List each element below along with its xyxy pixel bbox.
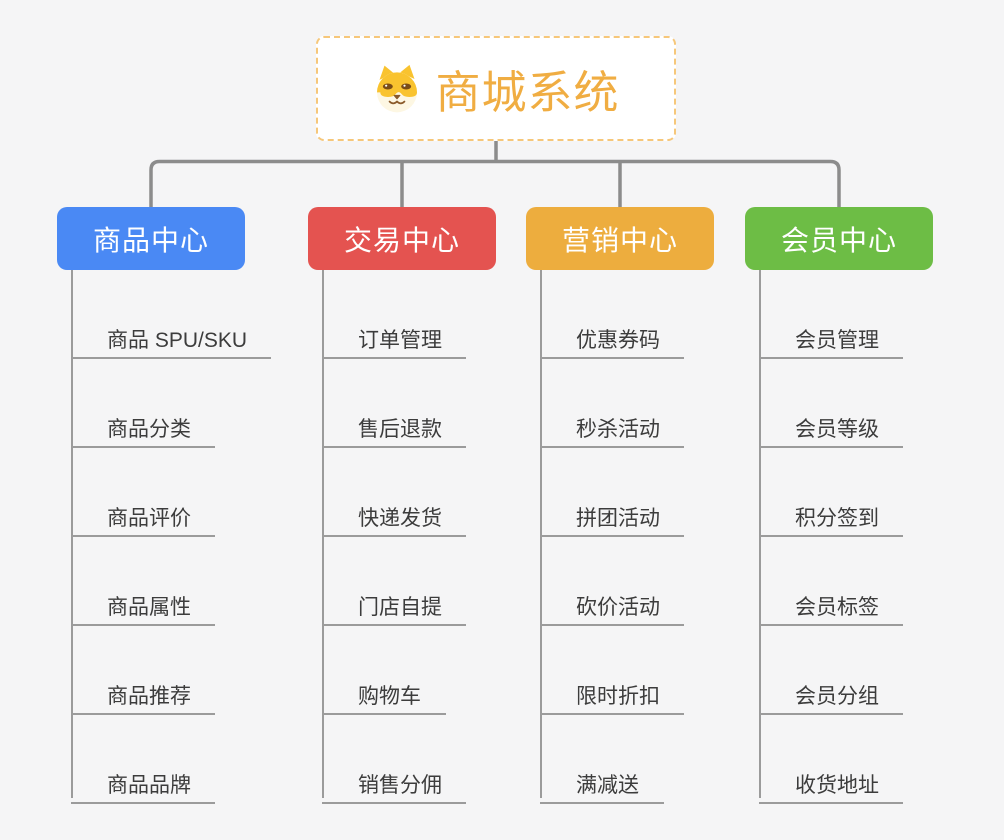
branch-column-member-center: 会员中心 会员管理 会员等级 积分签到 会员标签 会员分组 收货地址	[745, 207, 933, 804]
child-topic[interactable]: 商品品牌	[71, 715, 215, 804]
child-topic[interactable]: 满减送	[540, 715, 664, 804]
root-title: 商城系统	[435, 67, 620, 118]
child-topic[interactable]: 拼团活动	[540, 448, 684, 537]
child-topic[interactable]: 商品 SPU/SKU	[71, 270, 272, 359]
branch-children-line	[540, 270, 542, 798]
child-topic[interactable]: 商品属性	[71, 537, 215, 626]
child-topic[interactable]: 限时折扣	[540, 626, 684, 715]
branch-children-line	[759, 270, 761, 798]
child-topic[interactable]: 门店自提	[322, 537, 466, 626]
branch-node-marketing-center[interactable]: 营销中心	[526, 207, 714, 270]
branch-node-trade-center[interactable]: 交易中心	[308, 207, 496, 270]
child-topic[interactable]: 快递发货	[322, 448, 466, 537]
branch-label: 商品中心	[92, 224, 209, 256]
branch-children-line	[322, 270, 324, 798]
branch-label: 会员中心	[780, 224, 897, 256]
child-topic[interactable]: 优惠券码	[540, 270, 684, 359]
child-topic[interactable]: 订单管理	[322, 270, 466, 359]
branch-node-product-center[interactable]: 商品中心	[57, 207, 245, 270]
branch-children: 会员管理 会员等级 积分签到 会员标签 会员分组 收货地址	[759, 270, 933, 804]
branch-children: 优惠券码 秒杀活动 拼团活动 砍价活动 限时折扣 满减送	[540, 270, 714, 804]
root-node[interactable]: 商城系统	[316, 36, 676, 141]
child-topic[interactable]: 会员管理	[759, 270, 903, 359]
child-topic[interactable]: 商品推荐	[71, 626, 215, 715]
branch-column-trade-center: 交易中心 订单管理 售后退款 快递发货 门店自提 购物车 销售分佣	[308, 207, 496, 804]
child-topic[interactable]: 秒杀活动	[540, 359, 684, 448]
child-topic[interactable]: 购物车	[322, 626, 446, 715]
child-topic[interactable]: 砍价活动	[540, 537, 684, 626]
branch-label: 营销中心	[561, 224, 678, 256]
dog-face-icon	[377, 64, 418, 112]
branch-label: 交易中心	[343, 224, 460, 256]
branch-column-marketing-center: 营销中心 优惠券码 秒杀活动 拼团活动 砍价活动 限时折扣 满减送	[526, 207, 714, 804]
child-topic[interactable]: 商品分类	[71, 359, 215, 448]
child-topic[interactable]: 收货地址	[759, 715, 903, 804]
child-topic[interactable]: 销售分佣	[322, 715, 466, 804]
child-topic[interactable]: 会员分组	[759, 626, 903, 715]
branch-children-line	[71, 270, 73, 798]
branch-node-member-center[interactable]: 会员中心	[745, 207, 933, 270]
branch-children: 商品 SPU/SKU 商品分类 商品评价 商品属性 商品推荐 商品品牌	[71, 270, 272, 804]
child-topic[interactable]: 商品评价	[71, 448, 215, 537]
branch-column-product-center: 商品中心 商品 SPU/SKU 商品分类 商品评价 商品属性 商品推荐 商品品牌	[57, 207, 272, 804]
child-topic[interactable]: 积分签到	[759, 448, 903, 537]
child-topic[interactable]: 售后退款	[322, 359, 466, 448]
child-topic[interactable]: 会员标签	[759, 537, 903, 626]
child-topic[interactable]: 会员等级	[759, 359, 903, 448]
branch-children: 订单管理 售后退款 快递发货 门店自提 购物车 销售分佣	[322, 270, 496, 804]
